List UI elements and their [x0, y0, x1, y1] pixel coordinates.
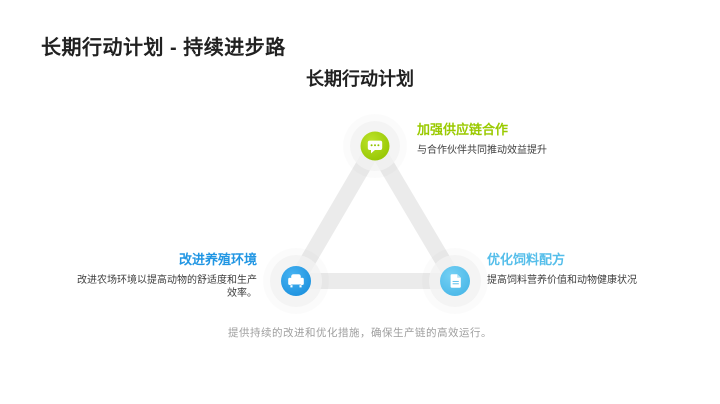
- node-description: 提高饲料营养价值和动物健康状况: [487, 275, 637, 286]
- node-feed-formula: [440, 266, 470, 296]
- slide-subtitle: 长期行动计划: [306, 69, 414, 89]
- label-block-farm-environment: 改进养殖环境 改进农场环境以提高动物的舒适度和生产效率。: [73, 252, 257, 300]
- node-supply-chain: [360, 131, 390, 161]
- document-icon: [450, 274, 461, 288]
- node-farm-environment: [281, 266, 311, 296]
- node-description: 改进农场环境以提高动物的舒适度和生产效率。: [77, 275, 257, 299]
- node-label: 优化饲料配方: [487, 252, 566, 267]
- label-block-feed-formula: 优化饲料配方 提高饲料营养价值和动物健康状况: [487, 252, 677, 287]
- armchair-icon: [288, 274, 304, 288]
- label-block-supply-chain: 加强供应链合作 与合作伙伴共同推动效益提升: [417, 122, 617, 157]
- footer-caption: 提供持续的改进和优化措施，确保生产链的高效运行。: [228, 327, 492, 339]
- page-title: 长期行动计划 - 持续进步路: [41, 37, 286, 59]
- node-label: 加强供应链合作: [417, 122, 509, 137]
- triangle-connectors: [288, 138, 463, 289]
- chat-bubble-icon: [367, 140, 383, 154]
- node-label: 改进养殖环境: [178, 252, 257, 267]
- node-description: 与合作伙伴共同推动效益提升: [417, 145, 547, 156]
